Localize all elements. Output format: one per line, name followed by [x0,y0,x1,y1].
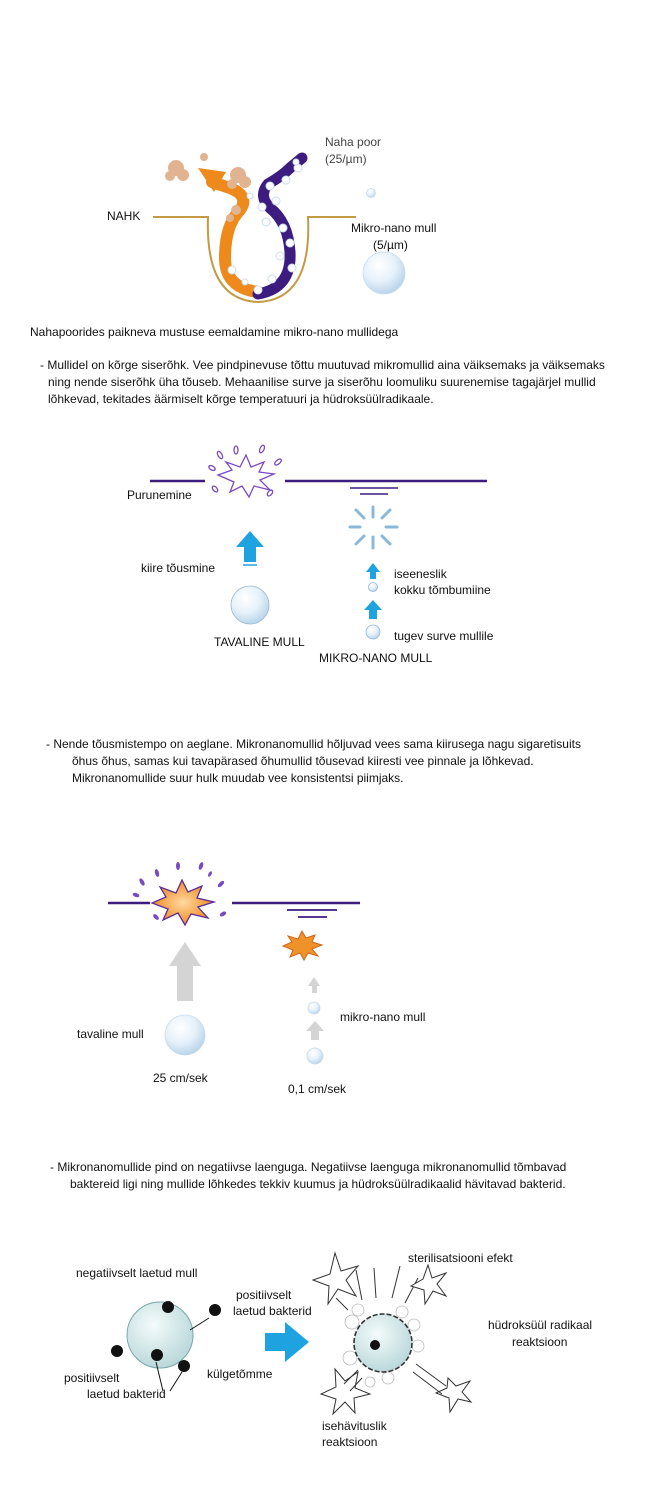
ordinary-bubble [230,585,270,625]
label-self-contraction-1: iseeneslik [394,567,447,581]
label-self-destruct-1: isehävituslik [322,1419,387,1433]
label-pore-density: (25/µm) [325,152,367,166]
explosion-rays [335,1265,419,1311]
sterilization-diagram [111,1251,473,1416]
bubble-collapse-diagram [150,444,487,640]
paragraph-rise-speed: - Nende tõusmistempo on aeglane. Mikrona… [46,736,581,787]
dirt-particles [165,153,251,222]
label-burst: Purunemine [127,488,192,502]
bursting-bubble [353,1313,413,1373]
label-skin: NAHK [107,209,141,223]
label-hydroxyl-2: reaktsioon [512,1335,568,1349]
label-bubble-density: (5/µm) [373,238,408,252]
label-positive-bacteria-2a: positiivselt [64,1371,120,1385]
paragraph-line: ning nende siserõhk üha tõuseb. Mehaanil… [48,375,596,389]
paragraph-negative-charge: - Mikronanomullide pind on negatiivse la… [50,1159,566,1193]
ordinary-bubble [164,1014,206,1056]
negatively-charged-bubble [126,1301,194,1369]
micro-bubble-medium [365,624,381,640]
bacteria-inside [370,1340,380,1350]
label-ordinary-bubble-lower: tavaline mull [77,1027,144,1041]
label-negatively-charged-bubble: negatiivselt laetud mull [76,1266,198,1280]
label-strong-pressure: tugev surve mullile [394,629,494,643]
fast-rise-arrow [236,531,264,566]
strong-pressure-arrow [364,600,382,619]
orange-arrow-head [198,168,226,192]
micro-rise-arrow-top [308,977,320,993]
label-micro-nano-bubble-caps: MIKRO-NANO MULL [319,651,433,665]
paragraph-line: - Mullidel on kõrge siserõhk. Vee pindpi… [40,358,605,372]
rise-speed-diagram [108,862,360,1065]
skin-surface-line [153,216,356,304]
micro-bubble-upper [307,1001,321,1015]
bacteria [111,1301,221,1372]
transition-arrow [265,1322,309,1362]
label-pore: Naha poor [325,135,382,149]
self-contraction-arrow [366,563,380,579]
ordinary-rise-arrow [169,942,201,1001]
label-fast-rise: kiire tõusmine [141,561,216,575]
micro-bubble-lower [306,1047,324,1065]
paragraph-line: - Mikronanomullide pind on negatiivse la… [50,1160,567,1174]
smoke-puffs [342,1303,425,1388]
label-ordinary-bubble: TAVALINE MULL [214,635,305,649]
pore-cleaning-diagram [153,152,406,304]
label-positive-bacteria-1a: positiivselt [236,1288,292,1302]
paragraph-line: Mikronanomullide suur hulk muudab vee ko… [72,771,404,785]
label-self-destruct-2: reaktsioon [322,1435,378,1449]
star-trails [343,1363,447,1395]
pointer-lines [155,1317,210,1392]
paragraph-line: baktereid ligi ning mullide lõhkedes tek… [70,1177,566,1191]
micro-bubble-small [368,582,378,592]
label-attraction: külgetõmme [207,1367,273,1381]
micro-rise-arrow-bottom [306,1021,324,1040]
label-positive-bacteria-2b: laetud bakterid [87,1387,166,1401]
micro-bubbles-in-pore [227,158,303,295]
micro-burst [281,929,324,962]
speed-micro: 0,1 cm/sek [288,1082,347,1096]
small-free-bubble [366,188,376,198]
paragraph-line: õhus õhus, samas kui tavapärased õhumull… [72,754,534,768]
collapse-starburst [348,505,399,550]
ordinary-burst [132,862,227,927]
paragraph-pressure: - Mullidel on kõrge siserõhk. Vee pindpi… [40,357,605,408]
radical-stars [311,1251,473,1416]
purple-path [252,152,308,300]
paragraph-line: - Nende tõusmistempo on aeglane. Mikrona… [46,737,581,751]
label-micro-nano-bubble-lower: mikro-nano mull [340,1010,426,1024]
burst-splash [208,444,282,499]
caption-pore-cleaning: Nahapoorides paikneva mustuse eemaldamin… [30,325,399,339]
label-sterilization-effect: sterilisatsiooni efekt [408,1251,513,1265]
label-self-contraction-2: kokku tõmbumiine [394,583,491,597]
label-hydroxyl-1: hüdroksüül radikaal [488,1318,593,1332]
orange-dirt-path [206,176,264,298]
paragraph-line: lõhkevad, tekitades äärmiselt kõrge temp… [48,392,434,406]
speed-ordinary: 25 cm/sek [153,1071,208,1085]
label-positive-bacteria-1b: laetud bakterid [233,1304,312,1318]
label-micro-nano-bubble: Mikro-nano mull [351,221,437,235]
large-free-bubble [362,251,406,295]
